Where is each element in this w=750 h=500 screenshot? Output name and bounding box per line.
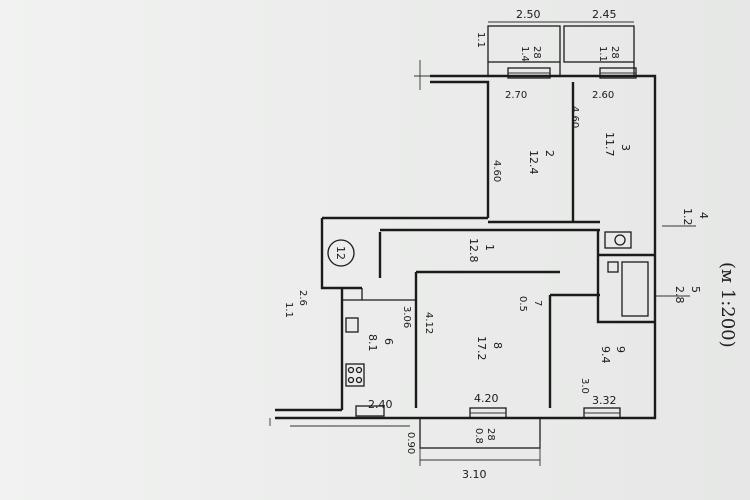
- wall-dim-room-9: 3.0: [579, 378, 590, 394]
- room-6-area: 8.1: [366, 334, 379, 352]
- dim-bottom-room-9: 3.32: [592, 394, 617, 407]
- wall-dim-room-3: 4.60: [569, 106, 580, 128]
- room-5-area: 2.8: [673, 286, 686, 304]
- marker-number: 12: [334, 246, 347, 260]
- stove-fixture: [345, 363, 365, 387]
- balcony-3-area-bottom: 0.8: [473, 428, 484, 444]
- dim-line-bottom: [419, 440, 541, 466]
- wall-dim-kitchen: 3.06: [401, 306, 412, 328]
- dim-inner-top-2: 2.60: [592, 90, 614, 101]
- room-4-number: 4: [697, 212, 710, 219]
- corridor-left-wall: [320, 218, 362, 290]
- room-7-area: 0.5: [517, 296, 528, 312]
- room-5-number: 5: [689, 286, 702, 293]
- kitchen-top-wall: [342, 288, 416, 301]
- kitchen-sink-fixture: [345, 317, 359, 333]
- fixtures: [327, 231, 649, 387]
- room-7-number: 7: [532, 300, 543, 306]
- walls: [275, 74, 657, 420]
- misc-dim-3: 1.1: [283, 302, 294, 318]
- labels: 2.50 2.45 2.70 2.60 28 1.4 28 1.1 28 0.8…: [283, 8, 738, 481]
- room-6-number: 6: [382, 338, 395, 345]
- dim-top-1: 2.50: [516, 8, 541, 21]
- marker-circle: [327, 239, 355, 267]
- balcony-1-area-top: 28: [531, 46, 542, 59]
- balcony-1-area-bottom: 1.4: [519, 46, 530, 62]
- stove-burner-icon: [355, 366, 363, 374]
- dim-inner-top-1: 2.70: [505, 90, 527, 101]
- room-2-area: 12.4: [527, 150, 540, 175]
- room-3-area: 11.7: [603, 132, 616, 157]
- stove-burner-icon: [347, 366, 355, 374]
- balcony-3-area-top: 28: [485, 428, 496, 441]
- stove-burner-icon: [355, 376, 363, 384]
- toilet-fixture: [604, 231, 632, 249]
- dimension-lines: [269, 21, 696, 466]
- dim-bottom-outer: 3.10: [462, 468, 487, 481]
- room-4-area: 1.2: [681, 208, 694, 226]
- balcony-2-area-bottom: 1.1: [597, 46, 608, 62]
- room-2-number: 2: [543, 150, 556, 157]
- balcony-2: [563, 25, 635, 63]
- bathtub-fixture: [621, 261, 649, 317]
- misc-dim-2: 2.6: [297, 290, 308, 306]
- room-3-number: 3: [619, 144, 632, 151]
- scale-note: (м 1:200): [717, 262, 738, 348]
- sink-fixture: [607, 261, 619, 273]
- dim-left-outer: 0.90: [405, 432, 416, 454]
- dim-top-2: 2.45: [592, 8, 617, 21]
- room-1-area: 12.8: [467, 238, 480, 263]
- balcony-2-area-top: 28: [609, 46, 620, 59]
- toilet-bowl-icon: [614, 234, 626, 246]
- stove-burner-icon: [347, 376, 355, 384]
- misc-dim-1: 1.1: [475, 32, 486, 48]
- dim-bottom-kitchen: 2.40: [368, 398, 393, 411]
- room-8-number: 8: [491, 342, 504, 349]
- dim-line-left: [269, 418, 410, 427]
- balcony-bracket: [414, 60, 430, 90]
- room-9-area: 9.4: [599, 346, 612, 364]
- wall-dim-room-2: 4.60: [491, 160, 502, 182]
- wall-dim-living: 4.12: [423, 312, 434, 334]
- balcony-1: [487, 25, 561, 63]
- room-9-number: 9: [614, 346, 627, 353]
- dim-bottom-living: 4.20: [474, 392, 499, 405]
- room-1-number: 1: [483, 244, 496, 251]
- room-8-area: 17.2: [475, 336, 488, 361]
- window-kitchen: [355, 405, 385, 417]
- balcony-supports: [487, 62, 635, 76]
- windows: [355, 67, 637, 419]
- upper-left-wall: [430, 80, 490, 218]
- bath-wall: [596, 230, 655, 324]
